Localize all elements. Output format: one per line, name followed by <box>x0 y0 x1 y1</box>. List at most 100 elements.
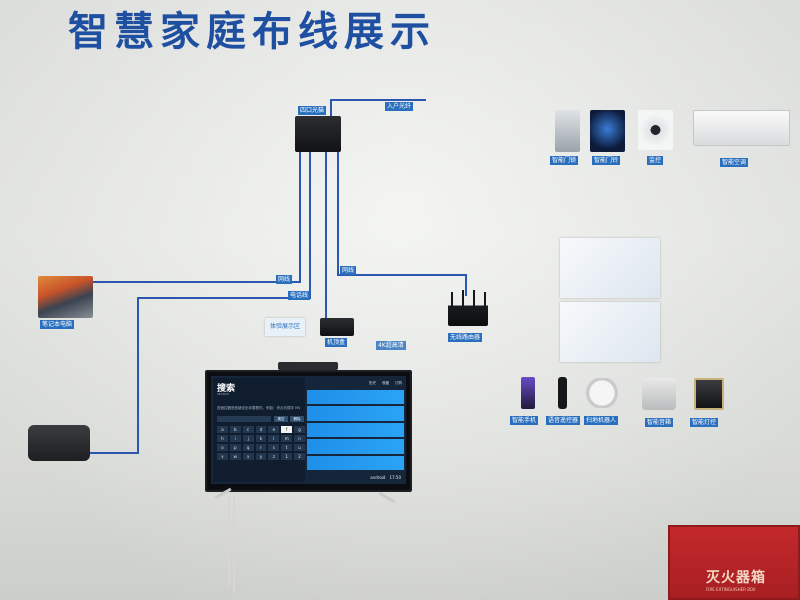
tv-key-s[interactable]: s <box>268 444 280 451</box>
tv-status-bar: android 17:50 <box>370 475 401 480</box>
wire-phone-v1 <box>309 150 311 298</box>
tv-screen: 搜索 SEARCH 按遥控器语音键说出你要看的，例如：来点刘德华 MV 清空 删… <box>211 376 406 484</box>
tv-search-subtitle: SEARCH <box>217 392 230 396</box>
fire-extinguisher-label: 灭火器箱 <box>706 570 766 586</box>
smart-doorbell-label: 智能门铃 <box>592 156 621 165</box>
tv-favorite-tab[interactable]: 收藏 <box>382 381 389 385</box>
fiber-in-label: 入户光纤 <box>385 102 414 111</box>
smart-light-device <box>694 378 724 410</box>
tv-result-item[interactable] <box>307 439 404 454</box>
tv-results-list <box>307 390 404 471</box>
tv-search-title: 搜索 <box>217 384 236 394</box>
wire-phone-v2 <box>137 297 139 454</box>
tv-top-menu: 历史 收藏 订购 <box>369 381 402 386</box>
wire-laptop-v <box>299 150 301 282</box>
wire-fiber-top <box>330 99 426 101</box>
tv-key-2[interactable]: 2 <box>294 453 305 460</box>
wire-phone-h1 <box>137 297 311 299</box>
tv-key-n[interactable]: n <box>294 435 305 442</box>
tv-key-j[interactable]: j <box>242 435 254 442</box>
tv-key-y[interactable]: y <box>255 453 267 460</box>
info-poster-2 <box>560 302 660 362</box>
tv-key-b[interactable]: b <box>229 426 241 433</box>
experience-zone-label: 体验展示区 <box>270 323 301 330</box>
laptop-device <box>38 276 93 318</box>
tv-key-e[interactable]: e <box>268 426 280 433</box>
optical-modem-device <box>295 116 341 152</box>
tv-result-item[interactable] <box>307 390 404 405</box>
fire-extinguisher-box: 灭火器箱 FIRE EXTINGUISHER BOX <box>668 525 800 600</box>
experience-zone-card <box>265 318 305 336</box>
tv-key-k[interactable]: k <box>255 435 267 442</box>
tv-key-g[interactable]: g <box>294 426 305 433</box>
smart-phone-label: 智能手机 <box>510 416 539 425</box>
tv-history-tab[interactable]: 历史 <box>369 381 376 385</box>
tv-order-tab[interactable]: 订购 <box>395 381 402 385</box>
router-antenna-3 <box>473 290 475 308</box>
set-top-box-label: 机顶盒 <box>325 338 348 347</box>
tv-key-o[interactable]: o <box>217 444 228 451</box>
tv-delete-button[interactable]: 删除 <box>290 416 304 422</box>
smart-lock-label: 智能门锁 <box>550 156 579 165</box>
tv-key-f[interactable]: f <box>281 426 293 433</box>
tv-key-m[interactable]: m <box>281 435 293 442</box>
tv-search-hint: 按遥控器语音键说出你要看的，例如：来点刘德华 MV <box>217 406 301 410</box>
tv-top-device <box>278 362 338 370</box>
optical-modem-label: 四口光猫 <box>298 106 327 115</box>
phone-cable-label: 电话线 <box>288 291 311 300</box>
wire-laptop-h <box>93 281 301 283</box>
tv-key-1[interactable]: 1 <box>281 453 293 460</box>
tv-search-input[interactable] <box>217 416 271 422</box>
floor-cable <box>228 497 230 587</box>
tv-key-u[interactable]: u <box>294 444 305 451</box>
tv-key-x[interactable]: x <box>242 453 254 460</box>
tv-key-h[interactable]: h <box>217 435 228 442</box>
voice-remote-device <box>558 377 567 409</box>
tv-key-v[interactable]: v <box>217 453 228 460</box>
tv-key-a[interactable]: a <box>217 426 228 433</box>
tv-result-item[interactable] <box>307 422 404 438</box>
tv-status-brand: android <box>370 475 386 480</box>
smart-speaker-device <box>642 378 676 410</box>
info-poster-1 <box>560 238 660 298</box>
router-antenna-4 <box>484 292 486 308</box>
wireless-router-device <box>448 292 488 326</box>
smart-speaker-label: 智能音箱 <box>645 418 674 427</box>
wire-fiber-up <box>330 99 332 117</box>
tv-key-r[interactable]: r <box>255 444 267 451</box>
tv-key-i[interactable]: i <box>229 435 241 442</box>
network-cable-label-2: 网线 <box>340 266 357 275</box>
tv-display: 搜索 SEARCH 按遥控器语音键说出你要看的，例如：来点刘德华 MV 清空 删… <box>205 370 412 492</box>
tv-key-c[interactable]: c <box>242 426 254 433</box>
tv-key-w[interactable]: w <box>229 453 241 460</box>
tv-status-time: 17:50 <box>389 475 401 480</box>
page-title: 智慧家庭布线展示 <box>68 9 436 55</box>
tv-key-d[interactable]: d <box>255 426 267 433</box>
floor-cable-2 <box>233 497 235 592</box>
tv-key-q[interactable]: q <box>242 444 254 451</box>
smart-doorbell-device <box>590 110 625 152</box>
tv-key-p[interactable]: p <box>229 444 241 451</box>
wire-stb-v <box>325 150 327 320</box>
wireless-router-label: 无线路由器 <box>448 333 483 342</box>
sweeping-robot-label: 扫地机器人 <box>584 416 619 425</box>
router-antenna-2 <box>462 290 464 308</box>
tv-key-z[interactable]: z <box>268 453 280 460</box>
camera-label: 监控 <box>647 156 664 165</box>
tv-result-item[interactable] <box>307 406 404 421</box>
smart-lock-device <box>555 110 580 152</box>
wire-router-v1 <box>337 150 339 276</box>
tv-result-item[interactable] <box>307 455 404 471</box>
tv-key-t[interactable]: t <box>281 444 293 451</box>
smart-ac-device <box>693 110 790 146</box>
cable-4k-label: 4K超高清 <box>376 341 406 350</box>
network-cable-label: 网线 <box>276 275 293 284</box>
telephone-device <box>28 425 90 461</box>
wire-router-v2 <box>465 274 467 296</box>
sweeping-robot-device <box>585 378 619 408</box>
fire-extinguisher-sublabel: FIRE EXTINGUISHER BOX <box>706 587 756 592</box>
wire-router-h <box>337 274 467 276</box>
tv-clear-button[interactable]: 清空 <box>274 416 288 422</box>
smart-light-label: 智能灯控 <box>690 418 719 427</box>
tv-key-l[interactable]: l <box>268 435 280 442</box>
